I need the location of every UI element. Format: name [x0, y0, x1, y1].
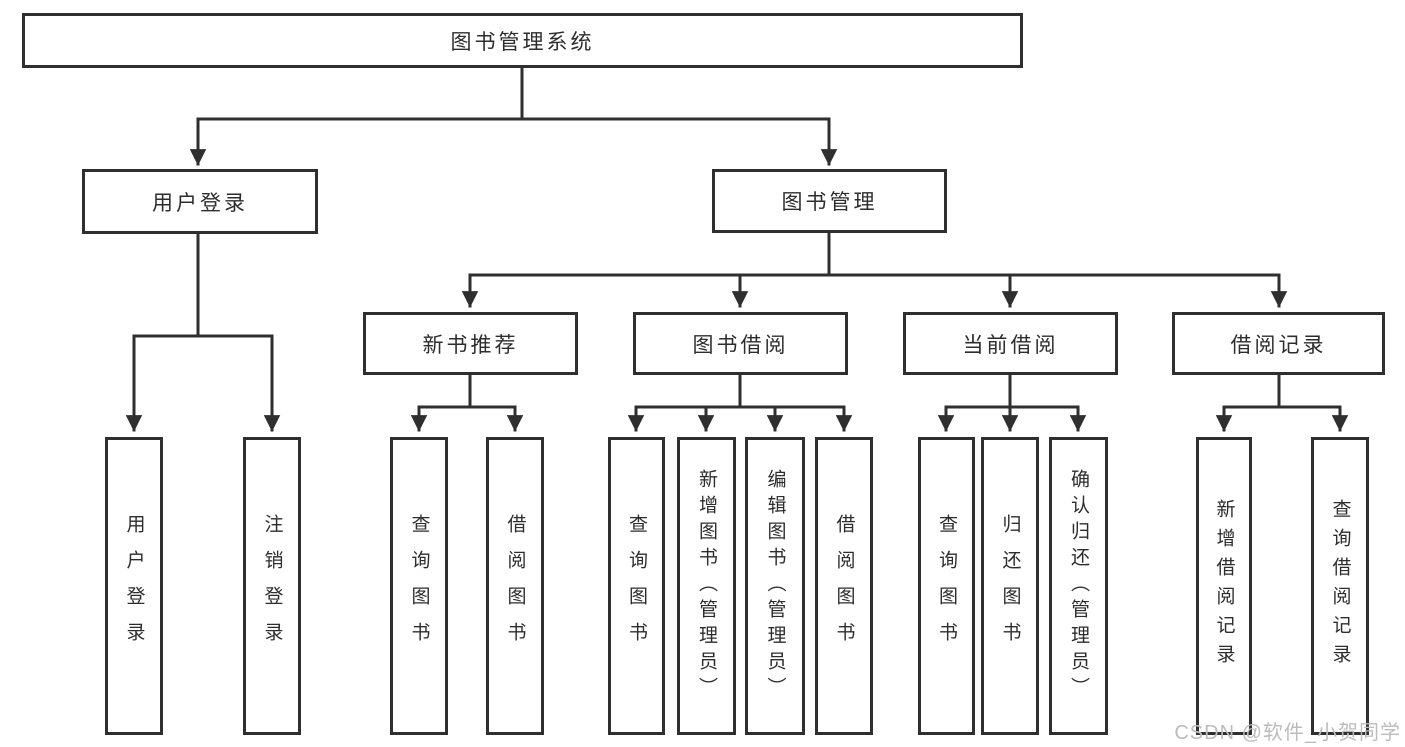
node-book-borrow-label: 图书借阅: [692, 333, 789, 357]
leaf-logout: 注销登录: [243, 437, 301, 735]
leaf-logout-label: 注销登录: [261, 514, 283, 658]
leaf-confirm-return-admin-label: 确认归还（管理员）: [1068, 469, 1089, 703]
leaf-query-borrow-record-label: 查询借阅记录: [1329, 499, 1351, 673]
leaf-query-books-recommend-label: 查询图书: [408, 514, 430, 658]
node-borrow-records-label: 借阅记录: [1230, 333, 1327, 357]
leaf-add-book-admin: 新增图书（管理员）: [677, 437, 736, 735]
leaf-query-borrow-record: 查询借阅记录: [1311, 437, 1369, 735]
leaf-edit-book-admin: 编辑图书（管理员）: [745, 437, 805, 735]
node-current-borrow: 当前借阅: [903, 312, 1118, 375]
csdn-watermark: CSDN @软件_小贺同学: [1174, 722, 1401, 744]
leaf-confirm-return-admin: 确认归还（管理员）: [1049, 437, 1108, 735]
leaf-query-books-borrow: 查询图书: [608, 437, 665, 735]
node-new-book-recommend-label: 新书推荐: [422, 333, 519, 357]
node-book-management-label: 图书管理: [781, 191, 878, 214]
node-user-login-label: 用户登录: [152, 191, 248, 215]
leaf-borrow-books-recommend: 借阅图书: [486, 437, 544, 735]
leaf-edit-book-admin-label: 编辑图书（管理员）: [764, 469, 786, 703]
node-user-login: 用户登录: [82, 169, 318, 234]
leaf-return-book-label: 归还图书: [999, 514, 1021, 658]
leaf-query-books-current-label: 查询图书: [936, 514, 957, 658]
node-root: 图书管理系统: [22, 13, 1023, 68]
leaf-add-borrow-record-label: 新增借阅记录: [1213, 499, 1235, 673]
leaf-query-books-recommend: 查询图书: [390, 437, 448, 735]
leaf-user-login-label: 用户登录: [123, 514, 145, 658]
leaf-borrow-books: 借阅图书: [815, 437, 873, 735]
leaf-borrow-books-label: 借阅图书: [833, 514, 855, 658]
node-root-label: 图书管理系统: [450, 30, 595, 54]
leaf-borrow-books-recommend-label: 借阅图书: [504, 514, 526, 658]
node-current-borrow-label: 当前借阅: [962, 333, 1059, 357]
leaf-add-borrow-record: 新增借阅记录: [1196, 437, 1252, 735]
node-book-management: 图书管理: [712, 169, 947, 233]
leaf-user-login: 用户登录: [105, 437, 163, 735]
leaf-query-books-current: 查询图书: [918, 437, 975, 735]
leaf-add-book-admin-label: 新增图书（管理员）: [696, 469, 717, 703]
leaf-query-books-borrow-label: 查询图书: [626, 514, 647, 658]
node-new-book-recommend: 新书推荐: [363, 312, 578, 375]
node-book-borrow: 图书借阅: [633, 312, 848, 375]
node-borrow-records: 借阅记录: [1172, 312, 1385, 375]
leaf-return-book: 归还图书: [981, 437, 1039, 735]
